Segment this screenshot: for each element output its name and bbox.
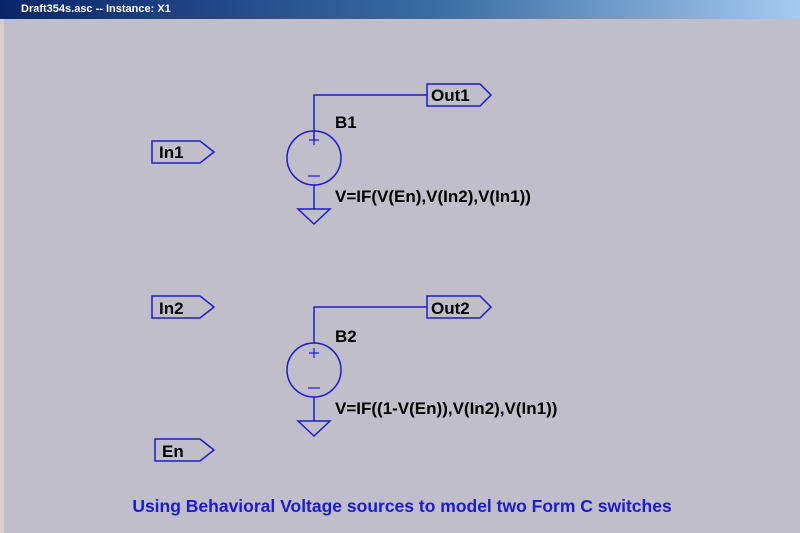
source-b1-name: B1 [335,113,357,132]
ground-icon [296,420,332,438]
schematic-canvas[interactable]: In1 In2 En Out1 Out2 [4,19,800,533]
source-b2-value: V=IF((1-V(En)),V(In2),V(In1)) [335,399,557,418]
port-en-label: En [162,442,184,461]
title-bar[interactable]: Draft354s.asc -- Instance: X1 [0,0,800,19]
ground-icon [296,208,332,226]
source-b2-name: B2 [335,327,357,346]
port-in2[interactable]: In2 [151,295,216,319]
schematic-drawing: In1 In2 En Out1 Out2 [151,83,557,462]
schematic-caption: Using Behavioral Voltage sources to mode… [132,496,672,516]
wire-out2[interactable] [313,306,427,343]
port-in2-label: In2 [159,299,184,318]
port-en[interactable]: En [154,438,216,462]
port-out1-label: Out1 [431,86,470,105]
port-out2[interactable]: Out2 [426,295,493,319]
voltage-source-b2[interactable]: B2 V=IF((1-V(En)),V(In2),V(In1)) [286,327,557,438]
source-b1-value: V=IF(V(En),V(In2),V(In1)) [335,187,531,206]
window-title: Draft354s.asc -- Instance: X1 [21,3,171,15]
voltage-source-b1[interactable]: B1 V=IF(V(En),V(In2),V(In1)) [286,113,531,226]
port-in1[interactable]: In1 [151,140,216,164]
port-out2-label: Out2 [431,299,470,318]
port-out1[interactable]: Out1 [426,83,493,107]
port-in1-label: In1 [159,143,184,162]
wire-out1[interactable] [313,94,427,132]
